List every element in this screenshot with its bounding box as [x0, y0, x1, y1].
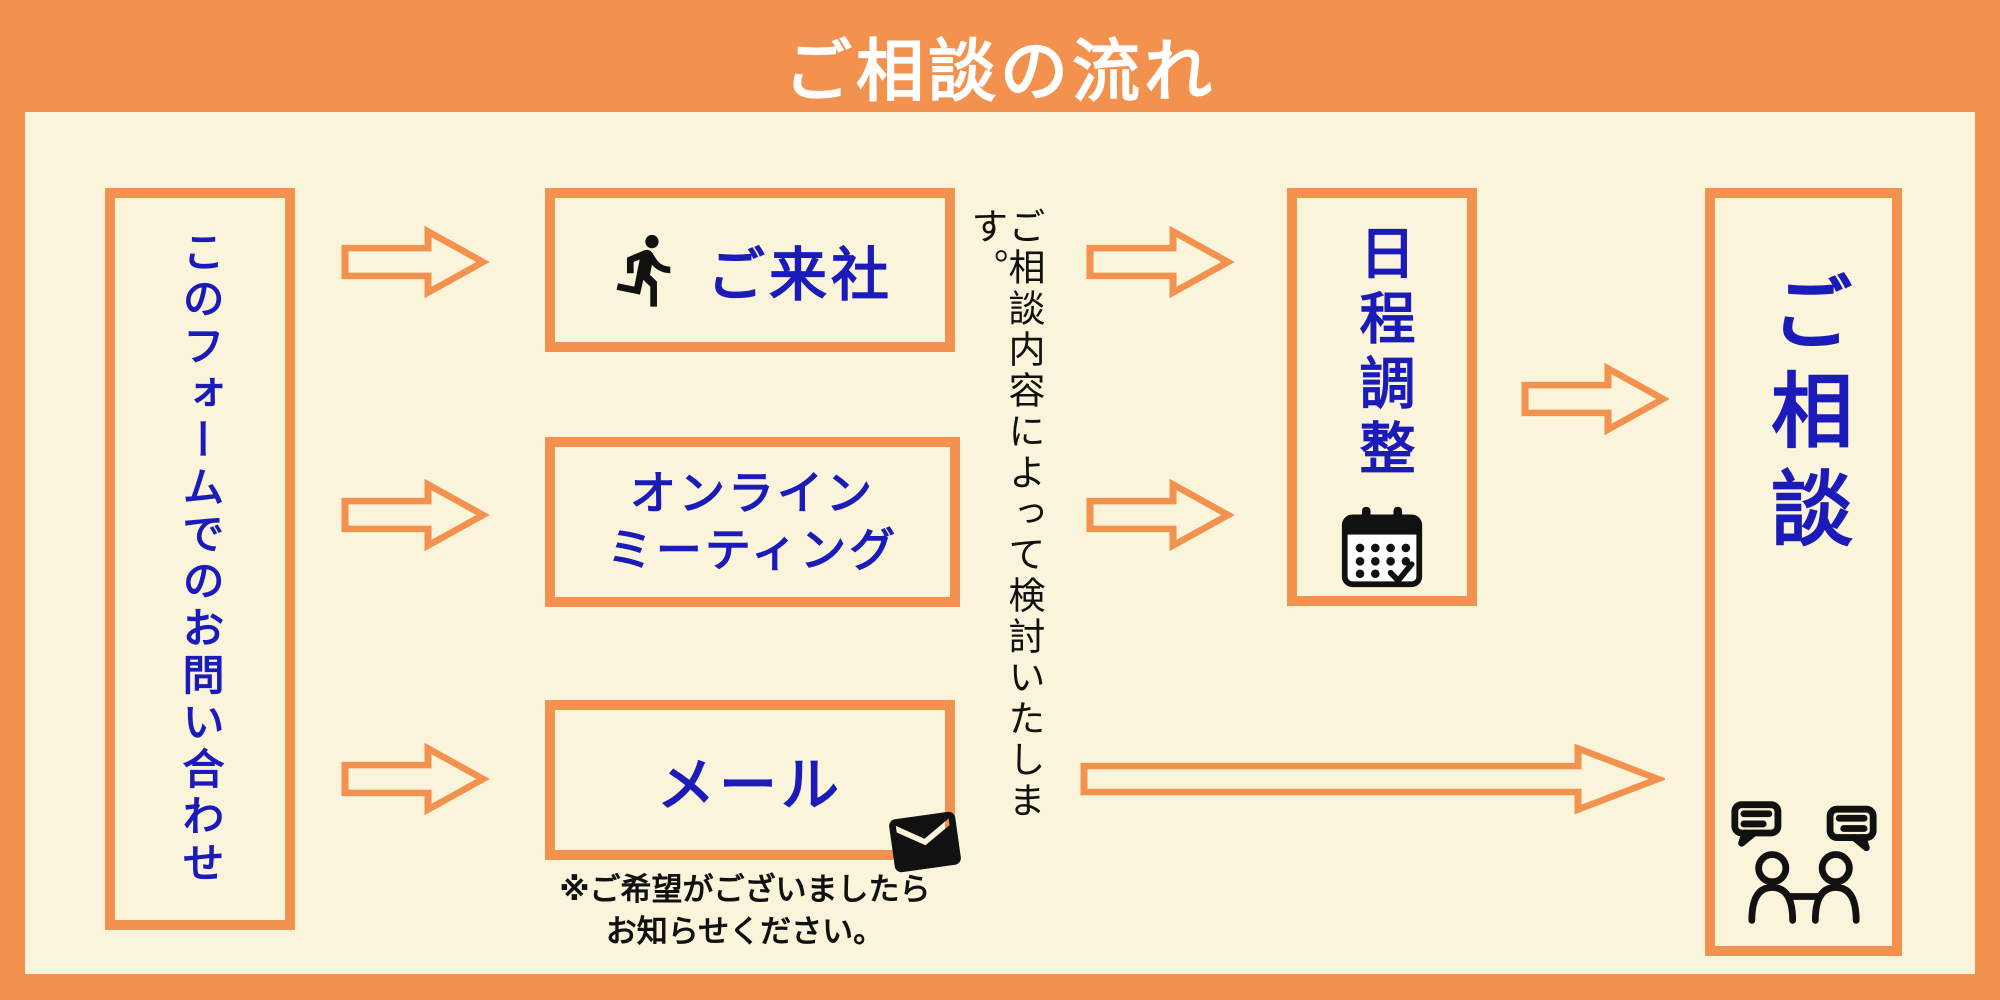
mail-note: ※ご希望がございましたら お知らせください。 — [455, 870, 1035, 954]
arrow-right-icon — [340, 225, 490, 299]
arrow-right-icon — [340, 478, 490, 552]
online-meeting-box: オンライン ミーティング — [545, 437, 960, 607]
online-label-line2: ミーティング — [606, 523, 899, 577]
consideration-note: ご相談内容によって検討いたします。 — [965, 207, 1045, 822]
mail-label: メール — [656, 751, 843, 819]
inquiry-box: このフォームでのお問い合わせ — [105, 188, 295, 930]
envelope-icon — [872, 796, 978, 889]
walking-person-icon — [607, 230, 687, 310]
diagram-panel: このフォームでのお問い合わせ ご来社 オンライン ミーティング メール ※ご希望… — [25, 112, 1975, 974]
page-title: ご相談の流れ — [783, 33, 1216, 112]
arrow-right-icon — [340, 742, 490, 816]
mail-note-line1: ※ご希望がございましたら — [559, 872, 931, 908]
consultation-box: ご相談 — [1705, 188, 1902, 956]
online-label-line1: オンライン — [630, 465, 875, 520]
schedule-label: 日程調整 — [1350, 224, 1415, 484]
consultation-people-icon — [1729, 799, 1879, 930]
mail-note-line2: お知らせください。 — [605, 913, 885, 950]
arrow-right-icon — [1085, 225, 1235, 299]
schedule-box: 日程調整 — [1287, 188, 1477, 606]
arrow-right-icon — [1085, 478, 1235, 552]
arrow-right-icon — [1520, 362, 1670, 436]
visit-label: ご来社 — [706, 241, 893, 309]
mail-box: メール — [545, 700, 961, 873]
calendar-icon — [1339, 504, 1425, 594]
visit-box: ご来社 — [545, 188, 955, 352]
inquiry-label: このフォームでのお問い合わせ — [176, 230, 225, 888]
consultation-label: ご相談 — [1756, 270, 1852, 564]
long-arrow-right-icon — [1080, 742, 1665, 816]
